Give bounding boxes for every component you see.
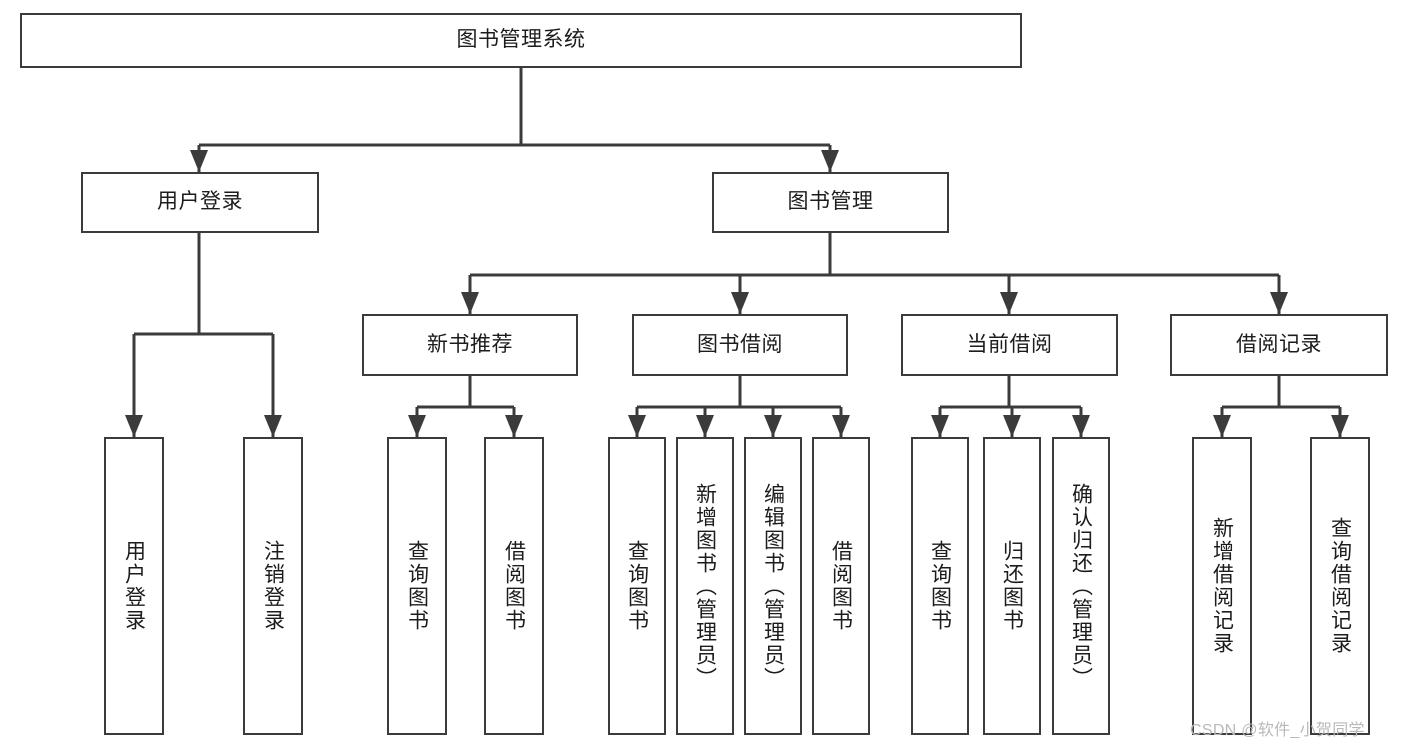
node-leaves-3[interactable]: 借阅图书: [484, 437, 544, 735]
node-label: 借阅记录: [1236, 332, 1322, 356]
node-label: 新增借阅记录: [1210, 517, 1234, 655]
node-label: 编辑图书（管理员）: [761, 482, 785, 690]
node-leaves-12[interactable]: 查询借阅记录: [1310, 437, 1370, 735]
node-leaves-6[interactable]: 编辑图书（管理员）: [744, 437, 802, 735]
node-label: 归还图书: [1000, 540, 1024, 632]
node-leaves-10[interactable]: 确认归还（管理员）: [1052, 437, 1110, 735]
node-level1-0[interactable]: 用户登录: [81, 172, 319, 233]
node-leaves-9[interactable]: 归还图书: [983, 437, 1041, 735]
node-label: 当前借阅: [966, 332, 1053, 356]
node-label: 图书管理系统: [456, 28, 586, 52]
node-label: 查询图书: [928, 540, 952, 632]
node-label: 用户登录: [122, 540, 146, 632]
node-label: 查询图书: [625, 540, 649, 632]
node-level2-3[interactable]: 借阅记录: [1170, 314, 1388, 376]
node-label: 用户登录: [157, 190, 243, 214]
node-level2-1[interactable]: 图书借阅: [632, 314, 848, 376]
node-label: 查询借阅记录: [1328, 517, 1352, 655]
node-label: 图书管理: [787, 190, 874, 214]
node-leaves-5[interactable]: 新增图书（管理员）: [676, 437, 734, 735]
node-level2-2[interactable]: 当前借阅: [901, 314, 1118, 376]
node-label: 图书借阅: [697, 332, 783, 356]
node-level1-1[interactable]: 图书管理: [712, 172, 949, 233]
node-label: 注销登录: [261, 540, 285, 632]
node-label: 借阅图书: [502, 540, 526, 632]
node-label: 确认归还（管理员）: [1069, 482, 1093, 690]
node-label: 查询图书: [405, 540, 429, 632]
node-leaves-7[interactable]: 借阅图书: [812, 437, 870, 735]
node-leaves-1[interactable]: 注销登录: [243, 437, 303, 735]
node-root-0[interactable]: 图书管理系统: [20, 13, 1022, 68]
watermark: CSDN @软件_小贺同学: [1190, 722, 1365, 739]
node-leaves-11[interactable]: 新增借阅记录: [1192, 437, 1252, 735]
node-leaves-2[interactable]: 查询图书: [387, 437, 447, 735]
node-label: 借阅图书: [829, 540, 853, 632]
node-level2-0[interactable]: 新书推荐: [362, 314, 578, 376]
node-leaves-4[interactable]: 查询图书: [608, 437, 666, 735]
node-label: 新书推荐: [427, 332, 513, 356]
node-label: 新增图书（管理员）: [693, 482, 717, 690]
node-leaves-8[interactable]: 查询图书: [911, 437, 969, 735]
node-leaves-0[interactable]: 用户登录: [104, 437, 164, 735]
